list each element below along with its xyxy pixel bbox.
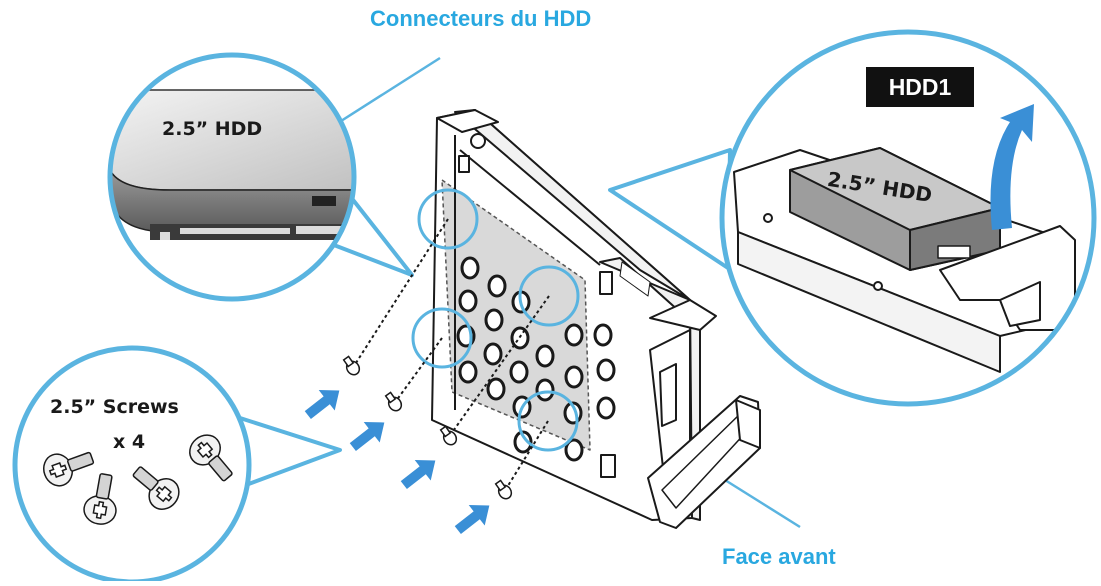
screws-count-label: x 4 — [113, 431, 146, 453]
tray-hole — [510, 326, 530, 350]
hdd-tray — [431, 109, 761, 529]
screw-icon — [384, 391, 403, 412]
hdd-connector-magnifier — [107, 52, 357, 302]
screw-icon — [342, 355, 361, 376]
tray-hole — [487, 274, 507, 298]
screw-icon — [494, 479, 513, 500]
tray-hole — [596, 358, 616, 382]
screws — [342, 355, 513, 500]
screw-icon — [43, 451, 95, 487]
front-pointer-line — [724, 478, 801, 529]
mounting-arrow-icon — [454, 505, 490, 535]
screws-label: 2.5” Screws — [50, 396, 179, 418]
tray-hole — [460, 256, 480, 280]
screw-guides — [353, 218, 550, 490]
tray-hole — [593, 323, 613, 347]
tray-hole — [486, 377, 506, 401]
hdd-bay-magnifier — [719, 29, 1097, 407]
tray-hole — [564, 365, 584, 389]
screws-magnifier — [12, 345, 252, 585]
hdd-connector-label: 2.5” HDD — [162, 118, 263, 140]
tray-hole — [458, 360, 478, 384]
screw-icon — [439, 425, 458, 446]
rotate-arrow-icon — [990, 104, 1034, 230]
tray-hole — [564, 323, 584, 347]
connector-pointer-line — [329, 56, 441, 130]
mounting-arrow-icon — [349, 422, 385, 452]
tray-hole — [564, 438, 584, 462]
tray-hole — [596, 396, 616, 420]
connectors-callout-title: Connecteurs du HDD — [370, 6, 592, 31]
screws-callout-wedge — [236, 416, 342, 490]
tray-hole — [458, 289, 478, 313]
tray-hole — [483, 342, 503, 366]
tray-hole — [513, 430, 533, 454]
tray-hole — [535, 344, 555, 368]
screw-highlight-circles — [411, 188, 580, 452]
tray-holes — [456, 256, 616, 462]
screw-icon — [132, 466, 180, 510]
hdd1-slot-badge: HDD1 — [866, 67, 974, 107]
tray-hole — [509, 360, 529, 384]
tray-hole — [535, 378, 555, 402]
front-callout-title: Face avant — [722, 544, 836, 569]
tray-hole — [484, 308, 504, 332]
screw-icon — [189, 434, 233, 482]
mounting-arrow-icon — [304, 390, 340, 420]
screw-icon — [83, 473, 117, 525]
mounting-arrows — [304, 390, 490, 535]
mounting-arrow-icon — [400, 460, 436, 490]
